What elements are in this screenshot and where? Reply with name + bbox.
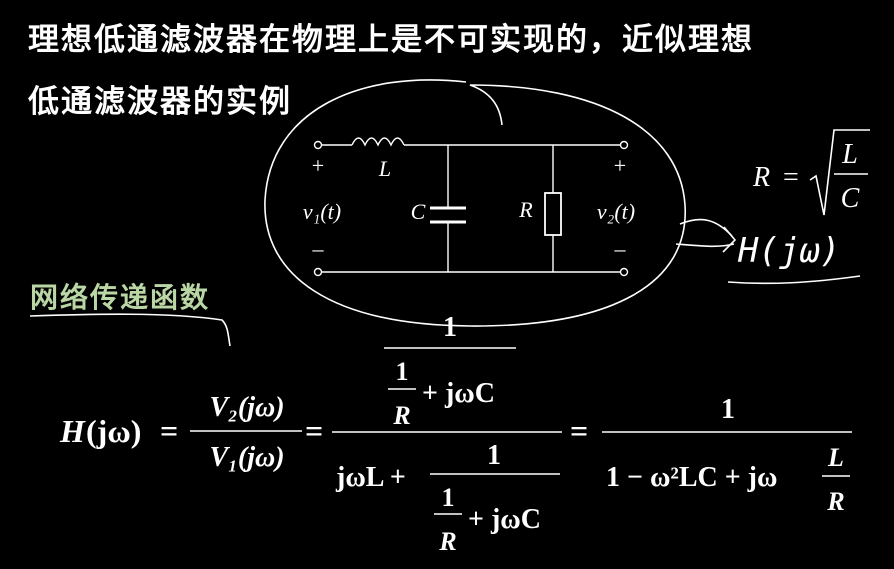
output-minus: – <box>614 236 627 261</box>
input-minus: – <box>312 236 325 261</box>
transfer-function-formula: H (jω) = V₂(jω) V₁(jω) = 1 1 R + jωC jωL… <box>59 312 852 556</box>
input-terminal-top <box>313 140 323 150</box>
formula-eq-3: = <box>570 413 588 449</box>
final-den: 1 − ω²LC + jω <box>606 462 777 493</box>
circuit <box>313 137 629 277</box>
den-inner-R: R <box>438 527 456 556</box>
num-one: 1 <box>443 312 457 343</box>
title-line-2: 低通滤波器的实例 <box>28 84 292 120</box>
handwritten-arrow <box>675 218 861 285</box>
side-formula-numerator: L <box>841 139 858 170</box>
output-terminal-bottom <box>619 267 629 277</box>
section-underline <box>29 313 231 347</box>
capacitor-label: C <box>411 199 426 224</box>
inductor-label: L <box>378 156 391 181</box>
input-voltage-label: v₁(t) <box>303 199 341 224</box>
formula-eq-2: = <box>305 413 323 449</box>
formula-V1: V₁(jω) <box>209 442 284 473</box>
formula-H-arg: (jω) <box>86 413 141 449</box>
output-plus: + <box>614 153 626 178</box>
output-voltage-label: v₂(t) <box>597 199 635 224</box>
side-formula-lhs: R <box>752 162 770 193</box>
num-plus-jwC: + jωC <box>422 378 495 409</box>
input-terminal-bottom <box>313 267 323 277</box>
num-inner-one: 1 <box>396 357 409 386</box>
output-terminal-top <box>619 140 629 150</box>
section-label: 网络传递函数 <box>30 281 211 314</box>
hand-drawn-ellipse <box>264 79 686 327</box>
formula-V2: V₂(jω) <box>209 392 284 423</box>
den-one: 1 <box>487 440 501 471</box>
input-plus: + <box>312 153 324 178</box>
sqrt-sign <box>809 129 870 216</box>
resistor-label: R <box>518 197 533 222</box>
side-formula-denominator: C <box>841 183 860 214</box>
title-line-1: 理想低通滤波器在物理上是不可实现的，近似理想 <box>28 22 754 58</box>
handwritten-annotation: H(jω) <box>737 231 840 271</box>
final-den-R: R <box>826 487 844 516</box>
formula-H: H <box>59 413 86 449</box>
formula-eq-1: = <box>160 413 178 449</box>
side-formula-eq: = <box>783 162 799 193</box>
den-plus-jwC: + jωC <box>468 504 541 535</box>
den-jwL: jωL + <box>335 462 406 493</box>
inductor-symbol <box>351 137 405 147</box>
final-num-one: 1 <box>721 394 735 425</box>
resistor-symbol <box>544 192 562 236</box>
final-den-L: L <box>827 443 844 472</box>
num-inner-R: R <box>392 401 410 430</box>
den-inner-one: 1 <box>442 483 455 512</box>
